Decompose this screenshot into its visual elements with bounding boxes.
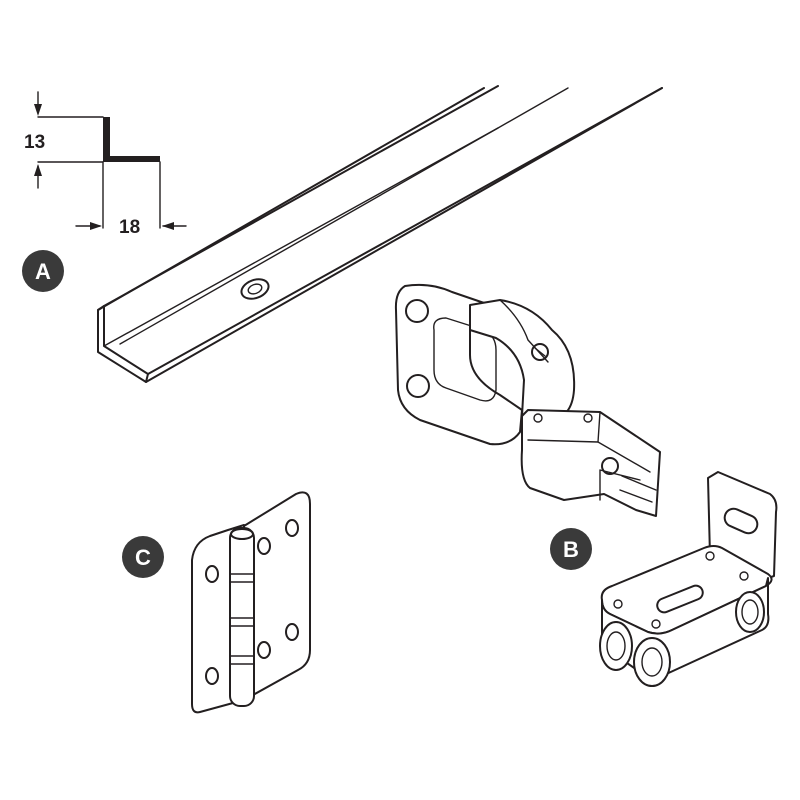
badge-a: A bbox=[22, 250, 64, 292]
angle-profile-part bbox=[97, 85, 663, 383]
height-dimension-label: 13 bbox=[24, 132, 45, 153]
badge-a-label: A bbox=[35, 259, 51, 284]
badge-c: C bbox=[122, 536, 164, 578]
profile-section bbox=[103, 117, 160, 162]
butt-hinge-part bbox=[191, 491, 311, 714]
width-dimension-label: 18 bbox=[119, 217, 140, 238]
badge-c-label: C bbox=[135, 545, 151, 570]
badge-b-label: B bbox=[563, 537, 579, 562]
concealed-hinge-part bbox=[394, 283, 661, 517]
badge-b: B bbox=[550, 528, 592, 570]
roller-bracket-part bbox=[599, 471, 778, 687]
profile-cross-section-dimensions: 13 18 bbox=[24, 91, 187, 238]
